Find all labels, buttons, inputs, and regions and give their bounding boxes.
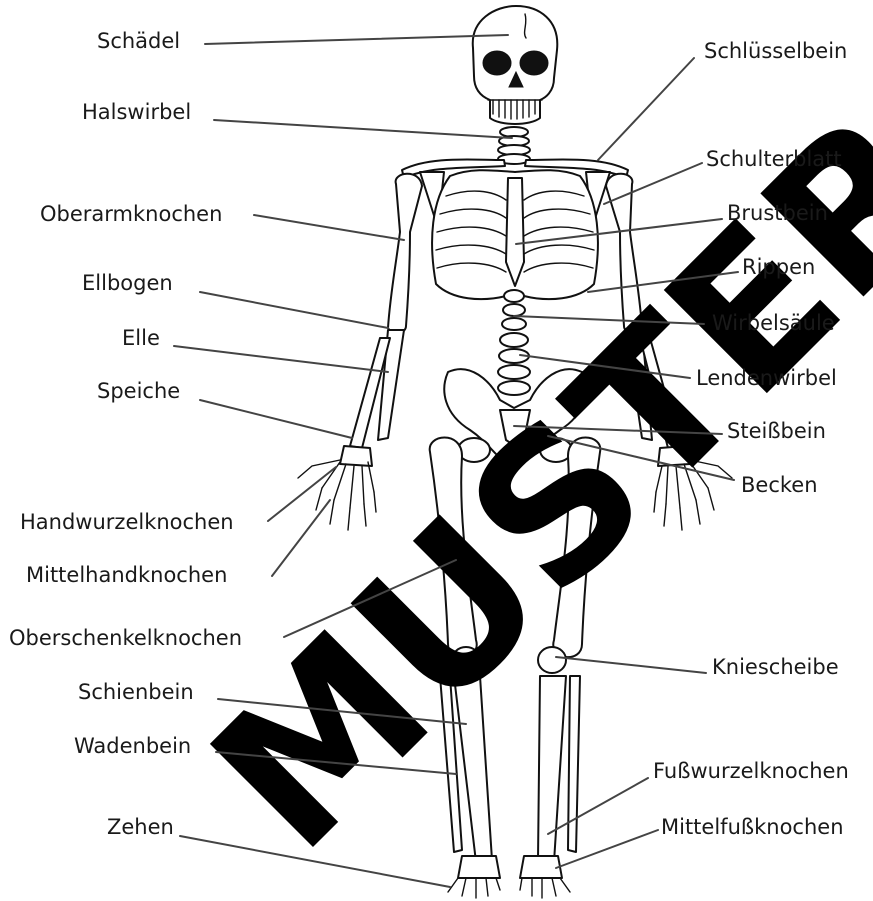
leader-cervical: [214, 120, 512, 138]
leader-elbow: [200, 292, 388, 328]
label-fibula: Wadenbein: [74, 734, 191, 758]
label-carpals: Handwurzelknochen: [20, 510, 234, 534]
leader-tarsals: [548, 778, 648, 834]
label-lumbar: Lendenwirbel: [696, 366, 837, 390]
label-ribs: Rippen: [742, 255, 815, 279]
label-toes: Zehen: [107, 815, 174, 839]
label-metacarpals: Mittelhandknochen: [26, 563, 227, 587]
label-radius: Speiche: [97, 379, 180, 403]
label-skull: Schädel: [97, 29, 180, 53]
label-pelvis: Becken: [741, 473, 818, 497]
label-sternum: Brustbein: [727, 201, 828, 225]
leader-patella: [556, 657, 706, 673]
skull-bone: [473, 6, 558, 124]
label-metatarsals: Mittelfußknochen: [661, 815, 844, 839]
leader-ulna: [174, 346, 388, 372]
sternum-bone: [506, 178, 524, 286]
label-ulna: Elle: [122, 326, 160, 350]
label-elbow: Ellbogen: [82, 271, 173, 295]
leader-humerus: [254, 215, 404, 240]
label-tarsals: Fußwurzelknochen: [653, 759, 849, 783]
leader-radius: [200, 400, 352, 438]
arm-left: [298, 174, 422, 530]
label-tibia: Schienbein: [78, 680, 194, 704]
label-humerus: Oberarmknochen: [40, 202, 222, 226]
label-cervical: Halswirbel: [82, 100, 191, 124]
rib-cage: [432, 170, 598, 299]
label-patella: Kniescheibe: [712, 655, 839, 679]
label-coccyx: Steißbein: [727, 419, 826, 443]
label-scapula: Schulterblatt: [706, 147, 842, 171]
label-clavicle: Schlüsselbein: [704, 39, 847, 63]
leader-clavicle: [598, 58, 694, 160]
label-spine: Wirbelsäule: [712, 311, 835, 335]
cervical-vertebrae: [498, 127, 530, 164]
leader-skull: [205, 35, 508, 44]
label-femur: Oberschenkelknochen: [9, 626, 242, 650]
